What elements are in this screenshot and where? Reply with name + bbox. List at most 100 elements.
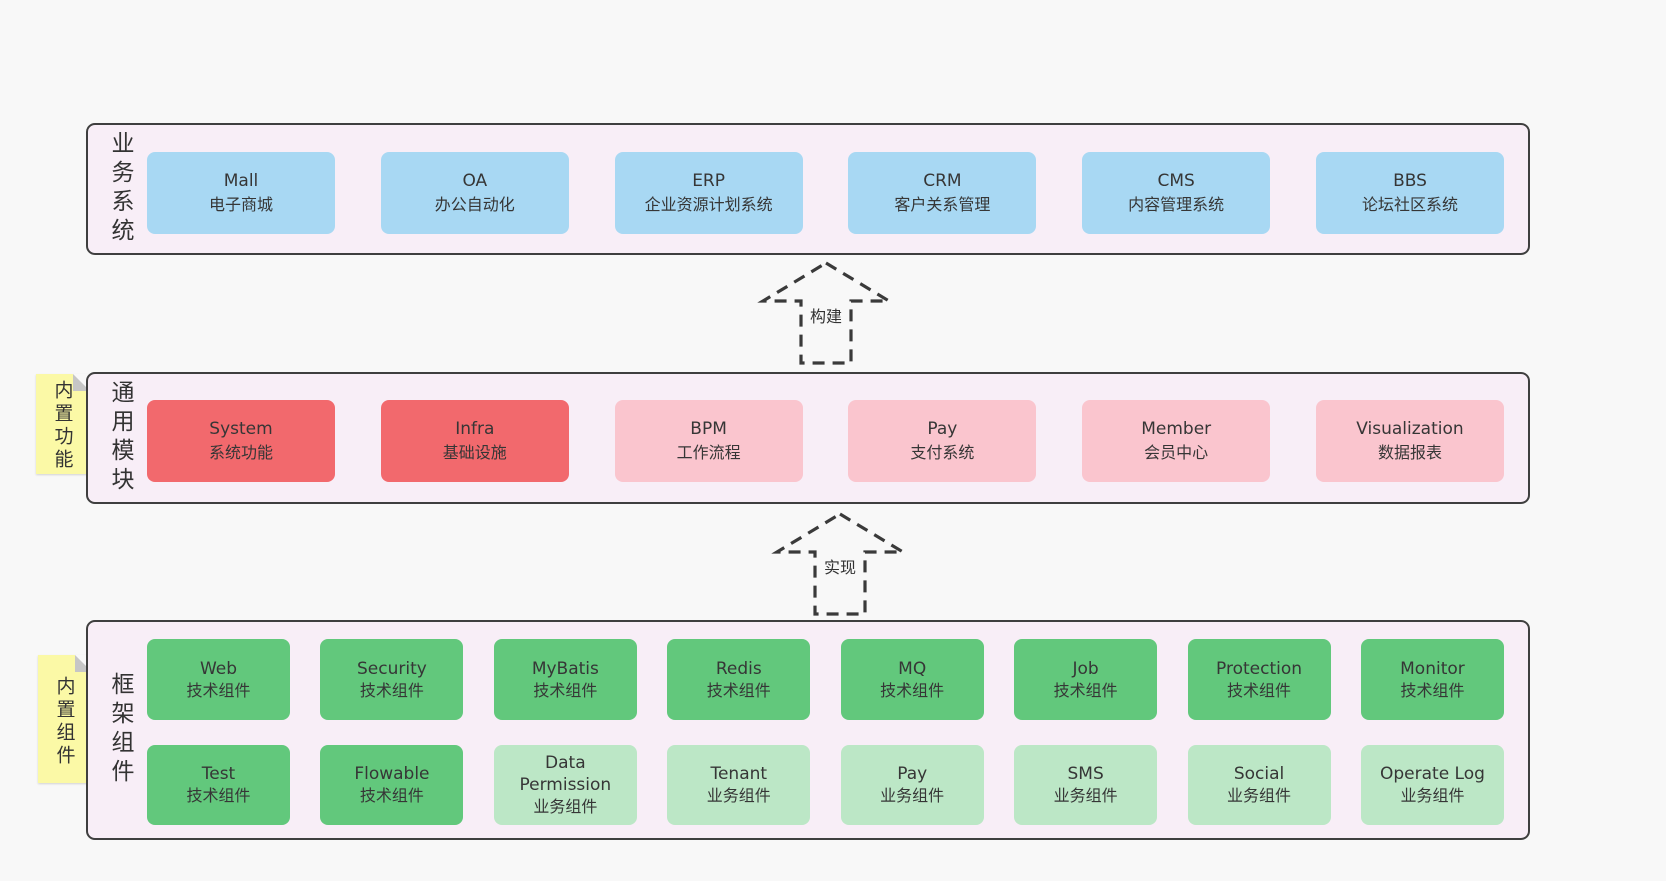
box-name: Redis xyxy=(715,658,762,679)
box-desc: 企业资源计划系统 xyxy=(644,195,773,214)
box-name: MQ xyxy=(898,658,927,679)
sticky-note-label: 内置组件 xyxy=(53,675,76,768)
box-name: Web xyxy=(199,658,238,679)
box-desc: 技术组件 xyxy=(1227,680,1292,700)
sticky-note-builtin-components: 内置组件 xyxy=(38,655,92,783)
box-name: CMS xyxy=(1157,171,1195,191)
box-desc: 数据报表 xyxy=(1377,443,1442,462)
box-desc: 业务组件 xyxy=(1227,786,1292,805)
box-desc: 业务组件 xyxy=(1053,786,1118,805)
box-name: SMS xyxy=(1067,764,1104,784)
module-box: SMS 业务组件 xyxy=(1014,745,1158,825)
box-name: Social xyxy=(1233,764,1285,784)
box-name: BBS xyxy=(1393,171,1427,191)
box-name: Member xyxy=(1141,419,1212,439)
arrow-implement: 实现 xyxy=(770,511,910,617)
box-desc: 技术组件 xyxy=(359,786,424,805)
box-name: Security xyxy=(357,658,427,679)
module-box: BBS 论坛社区系统 xyxy=(1315,152,1504,234)
box-row: Test 技术组件 Flowable 技术组件 Data Permission 业务组件 T… xyxy=(147,745,1504,825)
box-desc: 支付系统 xyxy=(910,443,975,462)
layer-common-modules: 通用模块 System 系统功能 Infra 基础设施 BPM 工作流程 Pay 支付系统 Me… xyxy=(86,372,1530,504)
box-desc: 客户关系管理 xyxy=(894,195,991,214)
box-name: ERP xyxy=(692,171,725,191)
arrow-label: 构建 xyxy=(804,302,848,328)
box-name: Infra xyxy=(455,419,495,439)
module-box: Flowable 技术组件 xyxy=(320,745,464,825)
box-name: Test xyxy=(201,764,236,784)
module-box: Mall 电子商城 xyxy=(147,152,335,234)
box-desc: 论坛社区系统 xyxy=(1361,195,1458,214)
box-desc: 工作流程 xyxy=(676,443,741,462)
box-name: Monitor xyxy=(1400,658,1465,679)
box-desc: 技术组件 xyxy=(880,680,945,700)
box-desc: 技术组件 xyxy=(1400,680,1465,700)
box-desc: 技术组件 xyxy=(359,680,424,700)
box-name: BPM xyxy=(690,419,727,439)
box-name: Mall xyxy=(223,171,259,191)
module-box: Data Permission 业务组件 xyxy=(493,745,637,825)
module-box: Member 会员中心 xyxy=(1082,400,1271,482)
module-box: Test 技术组件 xyxy=(147,745,290,825)
module-box: System 系统功能 xyxy=(147,400,335,482)
sticky-note-label: 内置功能 xyxy=(51,380,74,472)
box-desc: 技术组件 xyxy=(533,680,598,700)
box-name: Visualization xyxy=(1356,419,1464,439)
folded-corner-icon xyxy=(73,374,90,391)
box-desc: 业务组件 xyxy=(533,797,598,816)
box-row: System 系统功能 Infra 基础设施 BPM 工作流程 Pay 支付系统 Member 会… xyxy=(147,400,1504,482)
box-desc: 业务组件 xyxy=(1400,786,1465,805)
module-box: CMS 内容管理系统 xyxy=(1082,152,1271,234)
module-box: Operate Log 业务组件 xyxy=(1360,745,1504,825)
box-desc: 会员中心 xyxy=(1144,443,1209,462)
box-name: Protection xyxy=(1216,658,1303,679)
box-desc: 技术组件 xyxy=(1053,680,1118,700)
box-desc: 办公自动化 xyxy=(434,195,515,214)
box-name: Tenant xyxy=(710,764,768,784)
box-desc: 技术组件 xyxy=(186,786,251,805)
box-name: Operate Log xyxy=(1379,764,1485,784)
module-box: Social 业务组件 xyxy=(1187,745,1331,825)
module-box: ERP 企业资源计划系统 xyxy=(614,152,803,234)
box-name: MyBatis xyxy=(531,658,599,679)
box-desc: 业务组件 xyxy=(880,786,945,805)
module-box: Visualization 数据报表 xyxy=(1315,400,1504,482)
module-box: Infra 基础设施 xyxy=(380,400,569,482)
box-desc: 基础设施 xyxy=(442,443,507,462)
box-name: Job xyxy=(1072,658,1099,679)
module-box: BPM 工作流程 xyxy=(614,400,803,482)
module-box: Pay 支付系统 xyxy=(848,400,1037,482)
layer-title: 框架组件 xyxy=(107,672,133,788)
box-name: Flowable xyxy=(354,764,430,784)
module-box: Pay 业务组件 xyxy=(840,745,984,825)
box-name: OA xyxy=(462,171,488,191)
box-desc: 电子商城 xyxy=(208,195,273,214)
box-desc: 系统功能 xyxy=(208,443,273,462)
box-desc: 技术组件 xyxy=(186,680,251,700)
layer-title: 通用模块 xyxy=(107,380,133,496)
box-name: System xyxy=(209,419,273,439)
box-desc: 技术组件 xyxy=(706,680,771,700)
arrow-build: 构建 xyxy=(756,260,896,366)
layer-title: 业务系统 xyxy=(107,131,133,247)
box-name: Data Permission xyxy=(519,753,612,795)
box-name: Pay xyxy=(897,764,928,784)
box-name: Pay xyxy=(927,419,958,439)
box-desc: 内容管理系统 xyxy=(1128,195,1225,214)
sticky-note-builtin-features: 内置功能 xyxy=(36,374,90,474)
